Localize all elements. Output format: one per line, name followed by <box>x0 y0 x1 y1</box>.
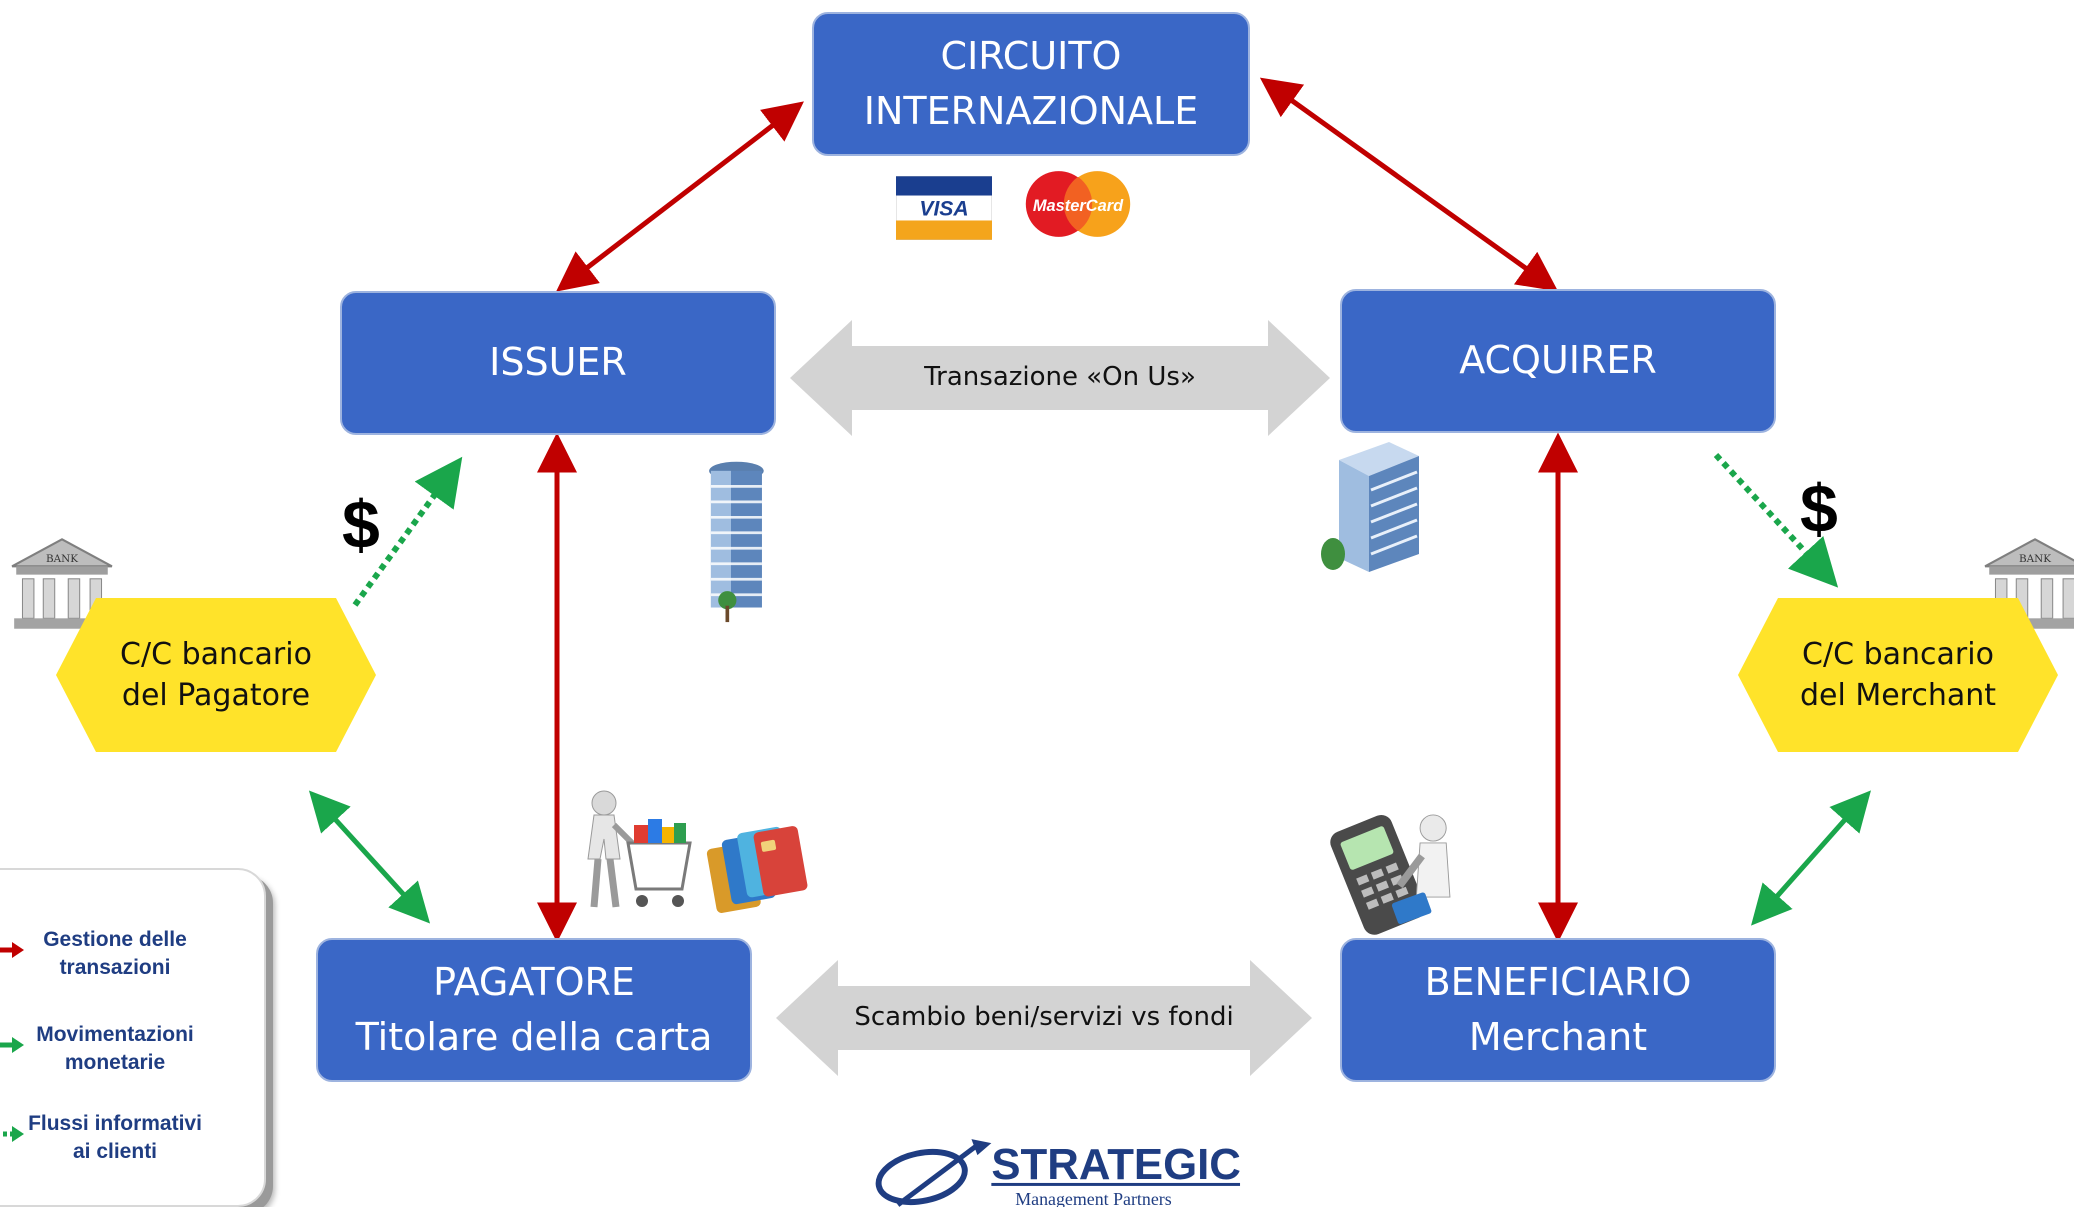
svg-text:Management Partners: Management Partners <box>1015 1189 1172 1207</box>
account-pagatore-line2: del Pagatore <box>121 678 311 713</box>
legend-label-flussi: Flussi informativi ai clienti <box>28 1112 202 1163</box>
arrow-account-merchant <box>1751 790 1871 926</box>
pagatore-line1: PAGATORE <box>433 959 635 1004</box>
strategic-logo: STRATEGIC Management Partners <box>875 1139 1241 1207</box>
mastercard-logo: MasterCard <box>1025 171 1131 237</box>
beneficiario-line2: Merchant <box>1468 1015 1648 1059</box>
node-pagatore: PAGATORE Titolare della carta <box>316 938 752 1082</box>
svg-text:MasterCard: MasterCard <box>1033 197 1124 215</box>
beneficiario-line1: BENEFICIARIO <box>1424 959 1692 1004</box>
issuer-label: ISSUER <box>489 340 627 385</box>
legend-label-transazioni: Gestione delle transazioni <box>43 928 187 979</box>
legend: Gestione delle transazioni Movimentazion… <box>0 868 266 1207</box>
office-building-icon <box>709 461 764 623</box>
account-merchant-line2: del Merchant <box>1799 678 1997 713</box>
arrow-issuer-circuito <box>556 101 804 292</box>
exchange-label: Scambio beni/servizi vs fondi <box>854 1002 1234 1032</box>
office-building-icon <box>1321 442 1419 572</box>
on-us-block-arrow <box>790 320 1330 436</box>
account-pagatore: C/C bancario del Pagatore <box>56 598 376 752</box>
pos-terminal-icon <box>1330 814 1451 935</box>
svg-text:BANK: BANK <box>46 553 78 565</box>
node-circuito-internazionale: CIRCUITO INTERNAZIONALE <box>812 12 1250 156</box>
arrow-account-pagatore <box>308 790 431 924</box>
account-merchant: C/C bancario del Merchant <box>1738 598 2058 752</box>
visa-logo: VISA <box>896 176 992 240</box>
red-arrow-icon <box>0 942 24 958</box>
circuito-line1: CIRCUITO <box>940 33 1122 78</box>
bank-icon: BANK <box>11 538 113 629</box>
node-acquirer: ACQUIRER <box>1340 289 1776 433</box>
account-merchant-line1: C/C bancario <box>1802 636 1994 672</box>
shopping-cart-person-icon <box>587 790 692 908</box>
dollar-symbol-right: $ <box>1800 471 1838 547</box>
credit-cards-icon <box>706 826 808 913</box>
on-us-label: Transazione «On Us» <box>924 362 1196 392</box>
arrow-circuito-acquirer <box>1259 77 1559 292</box>
legend-label-movimentazioni: Movimentazioni monetarie <box>36 1023 194 1074</box>
green-dotted-arrow-icon <box>0 1126 24 1142</box>
green-arrow-icon <box>0 1037 24 1053</box>
svg-text:BANK: BANK <box>2019 553 2051 565</box>
acquirer-label: ACQUIRER <box>1459 338 1657 383</box>
exchange-block-arrow <box>776 960 1312 1076</box>
dotted-arrow-account-issuer <box>352 456 463 607</box>
node-issuer: ISSUER <box>340 291 776 435</box>
svg-text:STRATEGIC: STRATEGIC <box>991 1140 1241 1189</box>
node-beneficiario: BENEFICIARIO Merchant <box>1340 938 1776 1082</box>
circuito-line2: INTERNAZIONALE <box>863 89 1199 133</box>
pagatore-line2: Titolare della carta <box>355 1015 713 1059</box>
account-pagatore-line1: C/C bancario <box>120 636 312 672</box>
svg-text:VISA: VISA <box>919 198 968 221</box>
dollar-symbol-left: $ <box>342 487 380 563</box>
